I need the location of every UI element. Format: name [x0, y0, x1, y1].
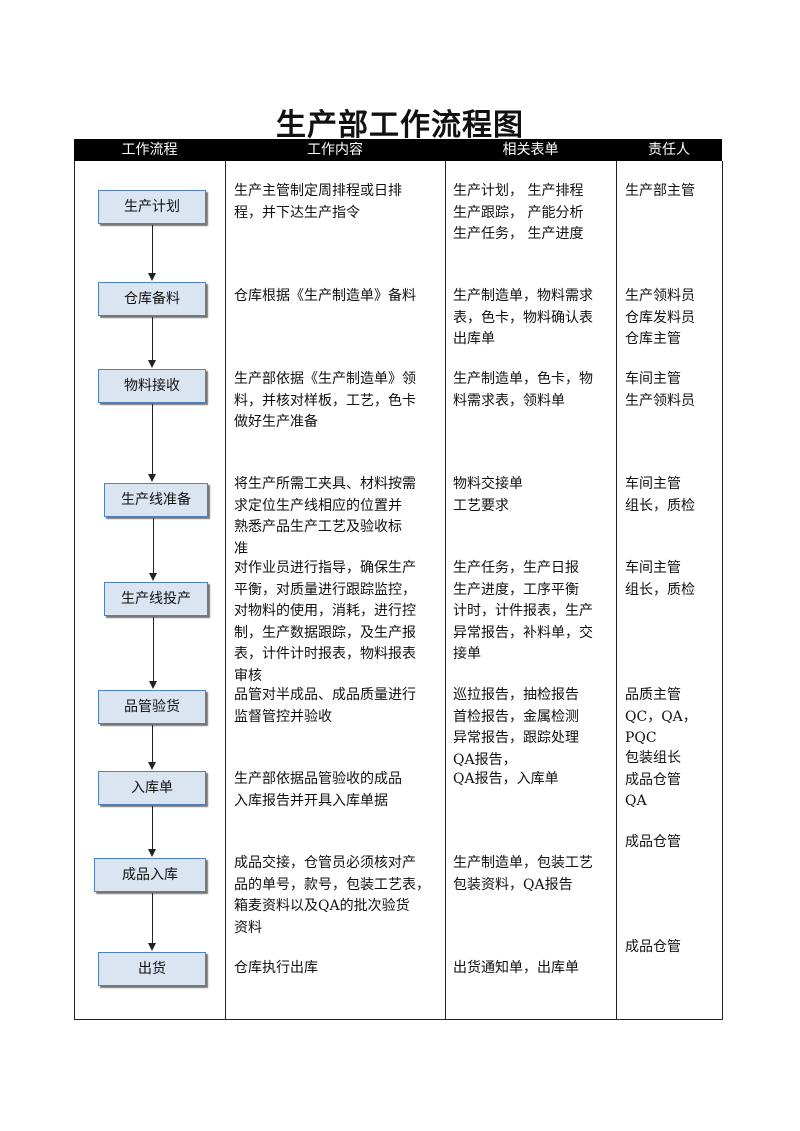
column-divider: [225, 161, 226, 1020]
column-divider: [445, 161, 446, 1020]
table-header: 工作流程 工作内容 相关表单 责任人: [74, 139, 722, 161]
header-forms: 相关表单: [502, 142, 559, 158]
owner-cell: 成品仓管: [625, 939, 681, 955]
flow-arrow: [152, 404, 153, 474]
owner-cell: 品质主管 QC，QA，PQC: [625, 687, 697, 746]
arrow-down-icon: [149, 681, 157, 689]
flow-arrow: [152, 893, 153, 943]
header-content: 工作内容: [307, 142, 363, 158]
flow-step-qc-inspection: 品管验货: [98, 690, 206, 724]
content-cell: 将生产所需工夹具、材料按需 求定位生产线相应的位置并 熟悉产品生产工艺及验收标 …: [234, 476, 416, 557]
flow-arrow: [152, 225, 153, 273]
arrow-down-icon: [148, 273, 156, 281]
flow-arrow: [153, 518, 154, 573]
arrow-down-icon: [149, 573, 157, 581]
arrow-down-icon: [148, 360, 156, 368]
content-cell: 成品交接，仓管员必须核对产 品的单号，款号，包装工艺表， 箱麦资料以及QA的批次…: [234, 855, 430, 936]
arrow-down-icon: [148, 762, 156, 770]
flow-step-shipment: 出货: [98, 952, 206, 986]
forms-cell: 生产制造单，物料需求 表，色卡，物料确认表 出库单: [453, 288, 593, 347]
arrow-down-icon: [148, 474, 156, 482]
header-owner: 责任人: [648, 142, 690, 158]
forms-cell: 生产制造单，色卡，物 料需求表，领料单: [453, 371, 593, 409]
flow-step-receipt-order: 入库单: [98, 771, 206, 805]
page-title: 生产部工作流程图: [276, 108, 524, 143]
owner-cell: 包装组长 成品仓管 QA: [625, 750, 681, 809]
owner-cell: 车间主管 组长，质检: [625, 560, 695, 598]
owner-cell: 生产领料员 仓库发料员 仓库主管: [625, 288, 695, 347]
arrow-down-icon: [148, 943, 156, 951]
forms-cell: QA报告，入库单: [453, 771, 559, 787]
content-cell: 品管对半成品、成品质量进行 监督管控并验收: [234, 687, 416, 725]
flow-arrow: [153, 617, 154, 681]
table-frame: [74, 161, 723, 1020]
owner-cell: 车间主管 组长，质检: [625, 476, 695, 514]
content-cell: 生产部依据《生产制造单》领 料，并核对样板，工艺，色卡 做好生产准备: [234, 371, 416, 430]
content-cell: 仓库执行出库: [234, 960, 318, 976]
column-divider: [616, 161, 617, 1020]
content-cell: 对作业员进行指导，确保生产 平衡，对质量进行跟踪监控， 对物料的使用，消耗，进行…: [234, 560, 416, 684]
arrow-down-icon: [148, 849, 156, 857]
owner-cell: 成品仓管: [625, 834, 681, 850]
flow-arrow: [152, 725, 153, 762]
flow-arrow: [152, 806, 153, 849]
flow-step-goods-storage: 成品入库: [94, 858, 206, 892]
content-cell: 生产部依据品管验收的成品 入库报告并开具入库单据: [234, 771, 402, 809]
forms-cell: 生产制造单，包装工艺 包装资料，QA报告: [453, 855, 593, 893]
forms-cell: 巡拉报告，抽检报告 首检报告，金属检测 异常报告，跟踪处理 QA报告，: [453, 687, 579, 768]
owner-cell: 车间主管 生产领料员: [625, 371, 695, 409]
forms-cell: 生产计划， 生产排程 生产跟踪， 产能分析 生产任务， 生产进度: [453, 183, 584, 242]
owner-cell: 生产部主管: [625, 183, 695, 199]
content-cell: 仓库根据《生产制造单》备料: [234, 288, 416, 304]
flow-step-line-production: 生产线投产: [104, 582, 208, 616]
flow-step-production-plan: 生产计划: [98, 190, 206, 224]
forms-cell: 生产任务，生产日报 生产进度，工序平衡 计时，计件报表，生产 异常报告，补料单，…: [453, 560, 593, 662]
flow-arrow: [152, 317, 153, 360]
flow-step-material-receipt: 物料接收: [98, 369, 206, 403]
forms-cell: 物料交接单 工艺要求: [453, 476, 523, 514]
flow-step-warehouse-prep: 仓库备料: [98, 282, 206, 316]
flow-step-line-prep: 生产线准备: [104, 483, 208, 517]
header-flow: 工作流程: [121, 142, 178, 158]
content-cell: 生产主管制定周排程或日排 程，并下达生产指令: [234, 183, 402, 221]
forms-cell: 出货通知单，出库单: [453, 960, 579, 976]
